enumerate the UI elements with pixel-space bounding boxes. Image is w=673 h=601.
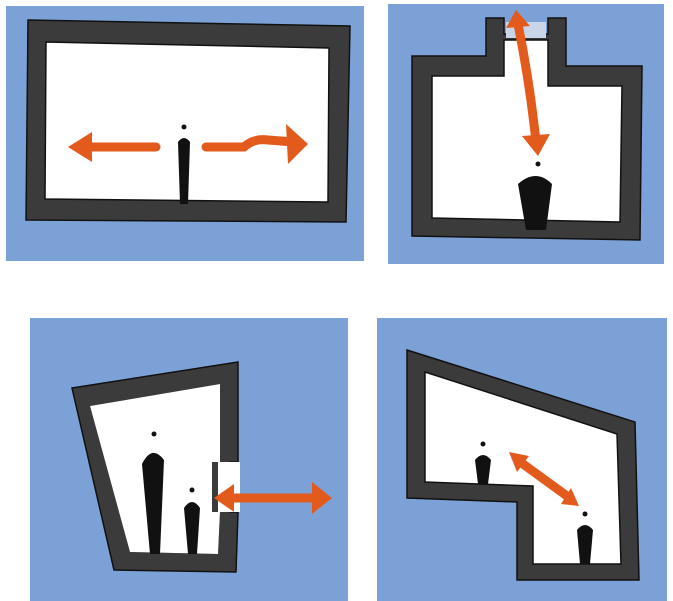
- room-wall: [407, 350, 639, 580]
- room-wall: [72, 362, 238, 572]
- small-person-figure: [184, 487, 200, 554]
- panel-slanted-room: [30, 318, 348, 601]
- room-wall-outline: [25, 19, 351, 223]
- horizontal-room-sketch: [6, 6, 364, 261]
- room-inner-outline: [424, 370, 622, 565]
- room-interior: [432, 40, 622, 222]
- panel-tall-room: [388, 4, 664, 264]
- room-wall-outline: [411, 17, 643, 241]
- slanted-room-sketch: [30, 318, 348, 601]
- room-inner-outline: [431, 39, 623, 223]
- person-figure: [178, 124, 190, 204]
- upper-person-figure: [475, 441, 491, 484]
- left-arrow: [68, 132, 161, 162]
- split-level-room-sketch: [377, 318, 667, 601]
- diagonal-double-arrow: [509, 452, 579, 506]
- room-interior: [45, 42, 329, 202]
- room-wall: [412, 18, 642, 240]
- room-inner-outline: [44, 41, 330, 203]
- panel-split-level-room: [377, 318, 667, 601]
- vertical-double-arrow: [506, 10, 550, 156]
- right-arrow: [201, 124, 308, 164]
- horizontal-double-arrow: [214, 482, 332, 514]
- room-wall: [26, 20, 350, 222]
- lower-person-figure: [577, 511, 593, 564]
- room-wall-outline: [406, 348, 640, 581]
- panel-horizontal-room: [6, 6, 364, 261]
- tall-person-figure: [142, 431, 164, 554]
- tall-room-sketch: [388, 4, 664, 264]
- person-figure: [518, 161, 552, 230]
